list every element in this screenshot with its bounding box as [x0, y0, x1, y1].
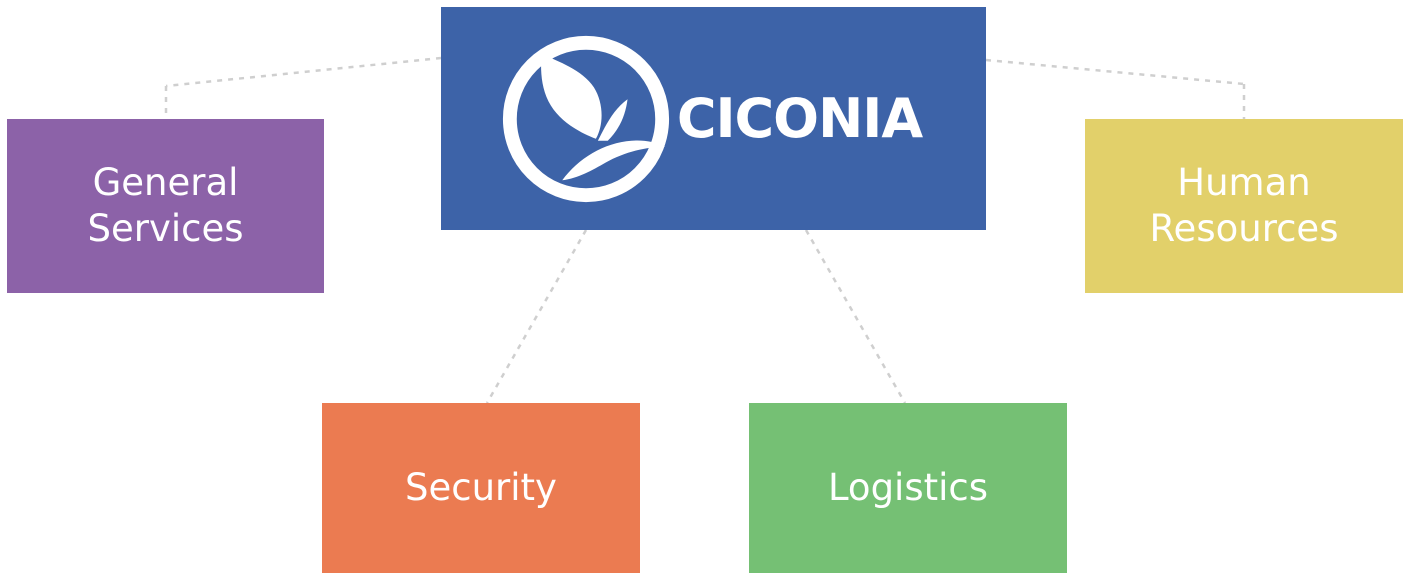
connector-security: [485, 229, 588, 404]
general-services-label-line2: Services: [87, 207, 244, 250]
connector-human-resources: [985, 58, 1245, 86]
security-label: Security: [405, 466, 557, 509]
stork-in-circle-icon: [502, 35, 669, 202]
general-services-label-line1: General: [92, 161, 239, 204]
security-box: Security: [322, 403, 640, 573]
logistics-label: Logistics: [827, 466, 989, 509]
connector-logistics: [804, 229, 907, 404]
ciconia-wordmark: CICONIA: [676, 86, 923, 150]
ciconia-hub-box: CICONIA: [441, 7, 986, 230]
human-resources-label-line1: Human: [1177, 161, 1311, 204]
connector-general-services: [165, 56, 442, 88]
ciconia-logo: CICONIA: [502, 30, 923, 208]
general-services-box: General Services: [7, 119, 324, 293]
logistics-box: Logistics: [749, 403, 1067, 573]
human-resources-label-line2: Resources: [1149, 207, 1339, 250]
human-resources-box: Human Resources: [1085, 119, 1403, 293]
